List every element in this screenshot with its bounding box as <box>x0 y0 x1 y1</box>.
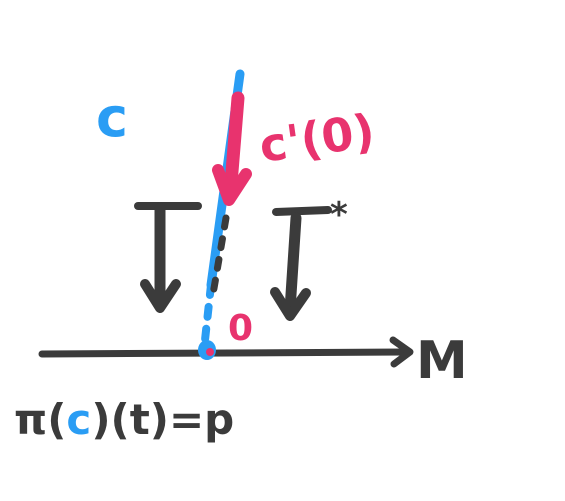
curve-c-dashed <box>201 281 215 344</box>
projection-right-arrowhead <box>270 287 311 321</box>
bottom-eq-prefix: π( <box>14 395 66 444</box>
origin-mark-label: 0 <box>228 308 253 349</box>
projection-left-arrowhead <box>140 279 181 313</box>
base-manifold-label: M <box>416 331 468 391</box>
base-manifold-arrowhead <box>389 336 414 368</box>
bottom-eq-curve: c <box>66 395 91 444</box>
vertical-dashed-guide <box>208 214 230 304</box>
derivative-label: c'(0) <box>256 103 378 173</box>
bottom-eq-suffix: )(t)=p <box>91 395 234 444</box>
base-manifold-line <box>38 348 412 358</box>
derivative-arrowhead <box>212 164 252 206</box>
projection-right-shaft <box>284 212 302 316</box>
projection-right-star: * <box>330 195 348 235</box>
point-p-pink-dot <box>206 348 214 356</box>
derivative-arrow-shaft <box>223 91 245 203</box>
bottom-equation: π(c)(t)=p <box>14 395 234 444</box>
projection-right-bar <box>272 206 332 216</box>
curve-label: c <box>96 86 128 149</box>
